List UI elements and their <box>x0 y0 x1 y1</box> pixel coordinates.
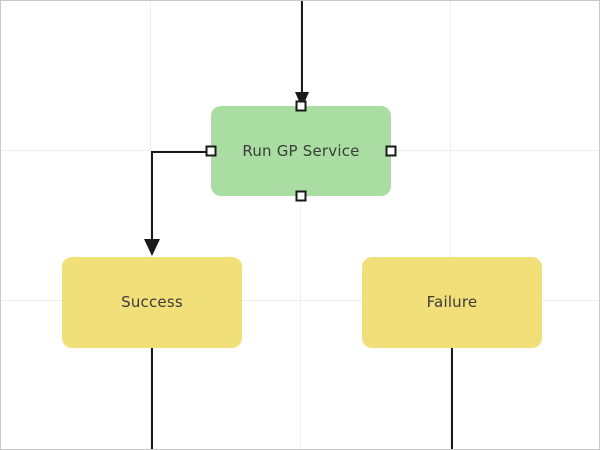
port-bottom-run-gp-service[interactable] <box>295 190 307 202</box>
port-right-run-gp-service[interactable] <box>385 145 397 157</box>
port-top-run-gp-service[interactable] <box>295 100 307 112</box>
node-run-gp-service[interactable]: Run GP Service <box>205 100 397 202</box>
node-label-run-gp-service: Run GP Service <box>242 141 360 160</box>
node-success[interactable]: Success <box>62 257 242 348</box>
edge-run-gp-service-to-success[interactable] <box>151 151 211 242</box>
node-label-failure: Failure <box>426 293 478 311</box>
port-left-run-gp-service[interactable] <box>205 145 217 157</box>
node-label-success: Success <box>121 293 183 311</box>
edge-success-arrowhead <box>144 239 160 256</box>
node-failure[interactable]: Failure <box>362 257 542 348</box>
